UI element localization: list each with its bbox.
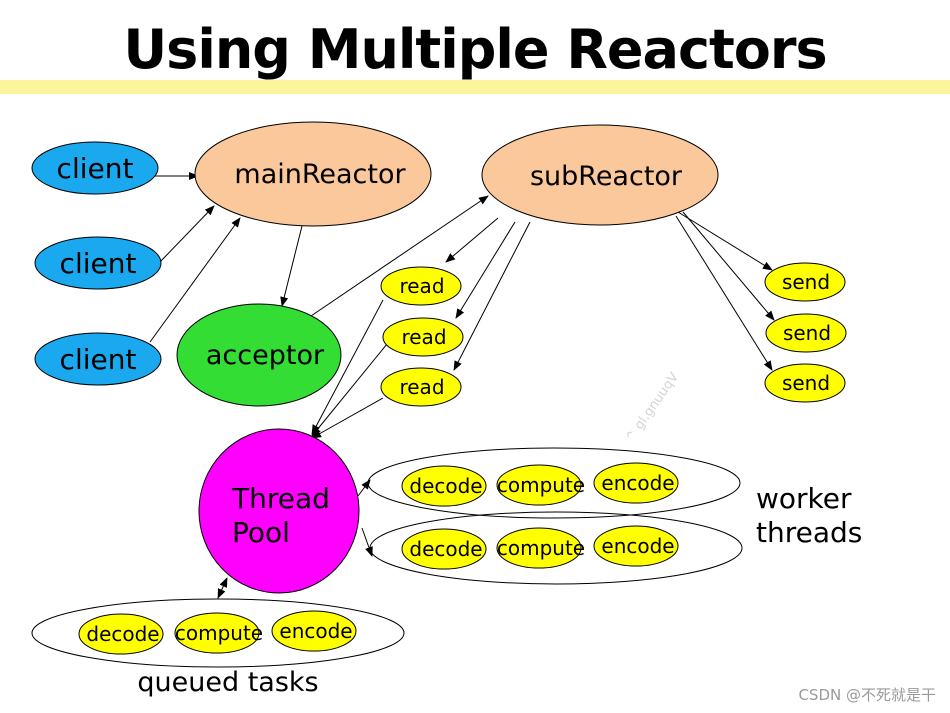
read-label-3: read (399, 375, 444, 399)
worker-thread-group-1 (367, 447, 741, 519)
queued-decode-node (78, 613, 164, 655)
edge-sub-send2 (682, 211, 775, 321)
edge-sub-send1 (677, 211, 773, 271)
worker-threads-label-line1: worker (756, 482, 852, 515)
edge-sub-read2 (455, 221, 516, 319)
acceptor-node (176, 303, 342, 407)
acceptor-label: acceptor (206, 340, 325, 371)
edge-sub-read1 (445, 217, 499, 263)
worker2-decode-label: decode (409, 537, 482, 561)
edge-read2-pool (311, 343, 388, 437)
main-reactor-node (194, 121, 432, 227)
worker1-encode-label: encode (601, 471, 674, 495)
edge-read1-pool (311, 299, 384, 435)
thread-pool-label-line1: Thread (231, 482, 330, 515)
read-label-1: read (399, 274, 444, 298)
edge-acceptor-sub (307, 195, 489, 319)
client-node-3 (34, 332, 162, 386)
thread-pool-label-line2: Pool (232, 516, 290, 549)
worker1-decode-label: decode (409, 474, 482, 498)
sub-reactor-node (481, 124, 719, 226)
edge-main-acceptor (280, 225, 303, 307)
csdn-watermark: CSDN @不死就是干 (798, 686, 936, 704)
sub-reactor-label: subReactor (530, 161, 683, 192)
client-label-1: client (57, 152, 134, 185)
thread-pool-node (198, 428, 360, 594)
worker1-decode-node (401, 465, 487, 507)
worker2-compute-label: compute (497, 536, 585, 560)
worker2-compute-node (496, 527, 582, 569)
queued-task-group (31, 598, 405, 668)
queued-compute-node (174, 612, 260, 654)
queued-tasks-label: queued tasks (137, 667, 318, 698)
queued-decode-label: decode (86, 622, 159, 646)
worker1-encode-node (593, 462, 679, 504)
client-node-1 (31, 141, 159, 195)
read-label-2: read (401, 325, 446, 349)
edge-client3-main (149, 217, 241, 343)
read-node-2 (382, 317, 464, 357)
queued-compute-label: compute (175, 621, 263, 645)
connectors (149, 172, 775, 599)
worker2-encode-node (593, 525, 679, 567)
read-node-3 (380, 367, 462, 407)
worker1-compute-label: compute (497, 473, 585, 497)
send-label-3: send (782, 371, 830, 395)
client-label-2: client (60, 247, 137, 280)
title-band (0, 80, 950, 94)
worker-thread-group-2 (369, 511, 743, 585)
client-node-2 (34, 236, 162, 290)
send-node-1 (764, 262, 846, 302)
read-node-1 (380, 266, 462, 306)
queued-encode-node (271, 610, 357, 652)
edge-pool-queue (217, 577, 228, 599)
main-reactor-label: mainReactor (234, 159, 406, 190)
send-node-2 (765, 313, 847, 353)
send-node-3 (764, 363, 846, 403)
worker-threads-label-line2: threads (756, 516, 862, 549)
send-label-2: send (783, 321, 831, 345)
worker2-encode-label: encode (601, 534, 674, 558)
page-title: Using Multiple Reactors (123, 18, 827, 81)
worker1-compute-node (496, 464, 582, 506)
worker2-decode-node (401, 528, 487, 570)
queued-encode-label: encode (279, 619, 352, 643)
send-label-1: send (782, 270, 830, 294)
edge-read3-pool (311, 397, 384, 439)
edge-client2-main (159, 205, 215, 263)
edge-sub-send3 (675, 215, 773, 371)
edge-sub-read3 (453, 221, 531, 371)
client-label-3: client (60, 343, 137, 376)
